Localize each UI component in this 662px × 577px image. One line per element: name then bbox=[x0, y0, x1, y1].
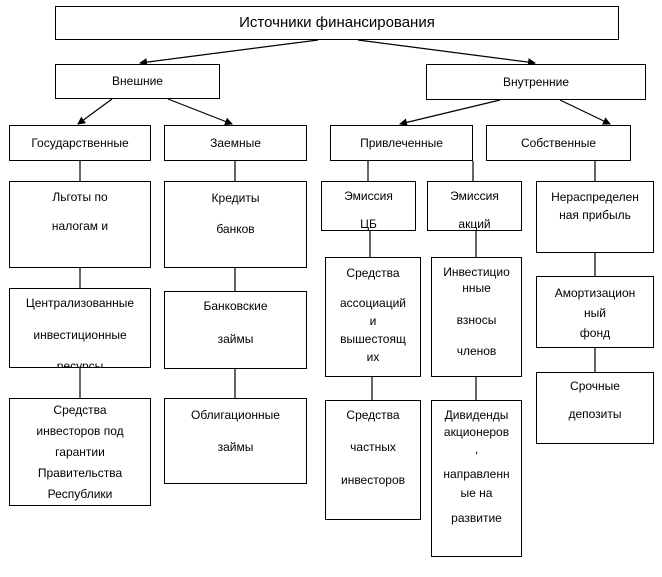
node-line: ЦБ bbox=[360, 217, 377, 231]
node-line: займы bbox=[217, 440, 254, 455]
arrow-internal-attracted bbox=[399, 99, 501, 127]
node-borrowed-label: Заемные bbox=[210, 135, 261, 150]
node-line: Средства bbox=[53, 402, 107, 417]
node-retained-earnings: Нераспределен ная прибыль bbox=[536, 181, 654, 253]
node-state-label: Государственные bbox=[31, 135, 129, 150]
node-bank-credits: Кредиты банков bbox=[164, 181, 307, 268]
node-line: , bbox=[474, 442, 479, 456]
node-shareholder-dividends: Дивиденды акционеров , направленн ые на … bbox=[431, 400, 522, 557]
node-line: акций bbox=[458, 217, 491, 231]
node-line: Кредиты bbox=[211, 191, 260, 205]
node-line: их bbox=[366, 350, 380, 364]
node-line: гарантии bbox=[55, 444, 105, 459]
node-line: депозиты bbox=[568, 407, 622, 422]
node-line: Средства bbox=[346, 266, 400, 280]
node-guaranteed-investor-funds: Средства инвесторов под гарантии Правите… bbox=[9, 398, 151, 506]
node-member-contributions: Инвестицио нные взносы членов bbox=[431, 257, 522, 377]
node-line: ная прибыль bbox=[559, 208, 631, 222]
node-line: акционеров bbox=[443, 425, 510, 439]
node-line: Дивиденды bbox=[444, 408, 509, 422]
node-state: Государственные bbox=[9, 125, 151, 161]
arrow-root-internal bbox=[357, 39, 536, 67]
node-line: инвесторов bbox=[340, 472, 405, 487]
node-line: Льготы по bbox=[52, 190, 108, 204]
node-bank-loans: Банковские займы bbox=[164, 291, 307, 369]
node-line: Срочные bbox=[570, 379, 620, 393]
node-line: Централизованные bbox=[25, 296, 135, 310]
node-term-deposits: Срочные депозиты bbox=[536, 372, 654, 444]
node-tax-benefits: Льготы по налогам и bbox=[9, 181, 151, 268]
node-line: нные bbox=[462, 281, 491, 296]
node-line: займы bbox=[217, 332, 254, 347]
node-line: Эмиссия bbox=[344, 189, 393, 203]
node-external: Внешние bbox=[55, 64, 220, 99]
node-centralized-resources: Централизованные инвестиционные ресурсы bbox=[9, 288, 151, 368]
node-line: членов bbox=[456, 344, 497, 359]
node-line: Облигационные bbox=[191, 408, 280, 422]
node-line: вышестоящ bbox=[340, 332, 406, 346]
node-attracted: Привлеченные bbox=[330, 125, 473, 161]
node-line: направленн bbox=[443, 467, 510, 481]
node-line: Амортизацион bbox=[554, 286, 636, 300]
node-securities-issue: Эмиссия ЦБ bbox=[321, 181, 416, 231]
node-line: Банковские bbox=[203, 299, 268, 313]
node-line: Республики bbox=[47, 486, 113, 501]
node-line: ассоциаций bbox=[339, 296, 406, 310]
node-line: развитие bbox=[451, 511, 502, 525]
arrow-internal-own bbox=[559, 99, 611, 125]
node-line: банков bbox=[216, 222, 255, 237]
node-internal: Внутренние bbox=[426, 64, 646, 100]
arrow-external-state bbox=[77, 98, 113, 125]
node-line: Средства bbox=[346, 408, 400, 422]
node-line: взносы bbox=[456, 312, 497, 327]
node-bond-loans: Облигационные займы bbox=[164, 398, 307, 484]
node-line: ые на bbox=[460, 486, 493, 500]
node-line: Нераспределен bbox=[551, 190, 639, 204]
arrow-root-external bbox=[139, 39, 319, 67]
node-line: фонд bbox=[579, 326, 611, 340]
node-line: инвестиционные bbox=[33, 328, 127, 343]
node-external-label: Внешние bbox=[112, 74, 163, 89]
node-line: налогам и bbox=[51, 219, 109, 234]
node-line: ресурсы bbox=[56, 358, 104, 368]
node-line: Эмиссия bbox=[450, 189, 499, 203]
node-internal-label: Внутренние bbox=[502, 74, 570, 89]
node-line: инвесторов под bbox=[36, 423, 124, 438]
node-line: Инвестицио bbox=[443, 265, 510, 279]
root-node-title: Источники финансирования bbox=[55, 6, 619, 40]
node-line: Правительства bbox=[37, 465, 123, 480]
node-share-issue: Эмиссия акций bbox=[427, 181, 522, 231]
node-own-label: Собственные bbox=[520, 135, 597, 150]
root-title-text: Источники финансирования bbox=[239, 14, 435, 31]
node-borrowed: Заемные bbox=[164, 125, 307, 161]
node-attracted-label: Привлеченные bbox=[360, 135, 443, 150]
node-association-funds: Средства ассоциаций и вышестоящ их bbox=[325, 257, 421, 377]
node-line: ный bbox=[584, 306, 606, 320]
node-line: и bbox=[369, 314, 377, 328]
node-depreciation-fund: Амортизацион ный фонд bbox=[536, 276, 654, 348]
node-line: частных bbox=[350, 440, 396, 455]
arrow-external-borrowed bbox=[167, 98, 233, 126]
node-private-investor-funds: Средства частных инвесторов bbox=[325, 400, 421, 520]
node-own: Собственные bbox=[486, 125, 631, 161]
